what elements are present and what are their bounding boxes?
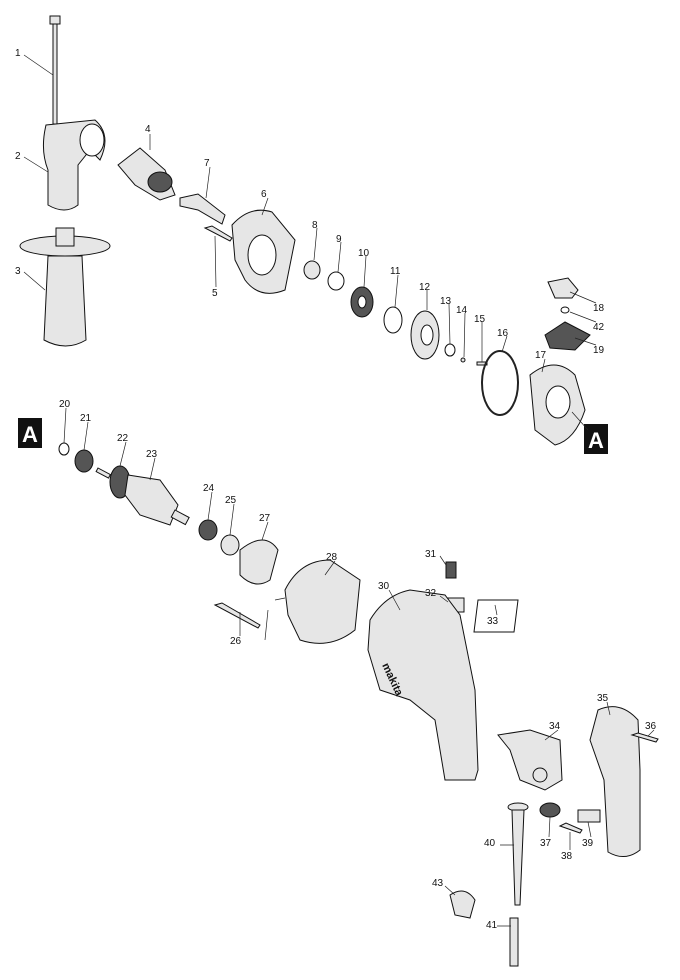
part-label: 24	[203, 483, 215, 494]
part-16-o-ring	[481, 350, 519, 416]
part-30-motor-housing: makita	[367, 589, 479, 781]
part-label: 31	[425, 549, 437, 560]
part-label: 30	[378, 581, 390, 592]
part-label: 8	[312, 220, 318, 231]
svg-text:A: A	[588, 428, 604, 453]
part-41-rod	[509, 917, 519, 967]
part-27-baffle	[239, 539, 279, 585]
part-6-gear-housing	[231, 209, 296, 294]
section-marker-left: A	[18, 418, 42, 448]
part-13-ring	[444, 343, 456, 357]
part-39-plate	[577, 809, 601, 823]
part-label: 11	[390, 266, 401, 277]
part-28-field	[284, 559, 361, 644]
part-1-bolt	[49, 15, 61, 125]
part-label: 10	[358, 248, 370, 259]
part-label: 32	[425, 588, 437, 599]
part-label: 35	[597, 693, 609, 704]
part-40-tube	[507, 802, 529, 906]
part-label: 1	[15, 48, 21, 59]
part-label: 23	[146, 449, 158, 460]
part-26-screw	[213, 602, 261, 629]
part-label: 40	[484, 838, 496, 849]
part-label: 18	[593, 303, 605, 314]
part-label: 28	[326, 552, 338, 563]
part-5-screw	[203, 225, 233, 242]
part-21-bearing	[74, 449, 94, 473]
part-2-side-handle-clamp	[42, 119, 106, 211]
part-label: 17	[535, 350, 547, 361]
part-label: 3	[15, 266, 21, 277]
part-label: 36	[645, 721, 657, 732]
part-33-label	[473, 599, 519, 633]
part-19-change-lever	[544, 321, 591, 351]
part-label: 43	[432, 878, 444, 889]
part-label: 41	[486, 920, 498, 931]
part-14	[460, 357, 466, 363]
section-marker-right: A	[584, 424, 608, 454]
part-label: 14	[456, 305, 468, 316]
part-label: 15	[474, 314, 486, 325]
part-label: 7	[204, 158, 210, 169]
part-25-bearing	[220, 534, 240, 556]
part-11-ring	[383, 306, 403, 334]
part-label: 12	[419, 282, 431, 293]
part-4-drill-chuck	[117, 147, 176, 201]
part-label: 42	[593, 322, 605, 333]
part-label: 39	[582, 838, 594, 849]
part-label: 33	[487, 616, 499, 627]
part-24-washer	[198, 519, 218, 541]
part-36-screw	[630, 732, 659, 743]
part-label: 22	[117, 433, 129, 444]
part-label: 25	[225, 495, 237, 506]
part-label: 21	[80, 413, 92, 424]
part-label: 5	[212, 288, 218, 299]
part-label: 34	[549, 721, 561, 732]
part-label: 20	[59, 399, 71, 410]
part-12-gear	[410, 310, 440, 360]
part-42-spring	[560, 306, 570, 314]
part-7-spindle	[179, 193, 226, 225]
part-20-washer	[58, 442, 70, 456]
part-35-handle-cover	[589, 706, 641, 857]
part-37	[539, 802, 561, 818]
part-22-23-armature	[95, 465, 190, 526]
part-17-bearing-box	[529, 364, 586, 446]
part-34-switch	[497, 729, 563, 791]
part-label: 19	[593, 345, 605, 356]
part-labels: 1 2 3 4 5 6 7 8 9 10 11 12 13 14 15 16 1…	[15, 48, 657, 931]
part-38-screw	[558, 822, 583, 834]
part-31-brush	[445, 561, 457, 579]
svg-text:A: A	[22, 422, 38, 447]
part-label: 16	[497, 328, 509, 339]
part-10-bearing	[350, 286, 374, 318]
part-label: 9	[336, 234, 342, 245]
part-label: 4	[145, 124, 151, 135]
part-8	[303, 260, 321, 280]
part-18-knob	[547, 277, 579, 299]
part-label: 26	[230, 636, 242, 647]
part-9-washer	[327, 271, 345, 291]
part-label: 13	[440, 296, 452, 307]
part-label: 27	[259, 513, 271, 524]
part-label: 37	[540, 838, 552, 849]
part-label: 6	[261, 189, 267, 200]
part-43-clip	[449, 890, 476, 919]
part-label: 38	[561, 851, 573, 862]
part-3-side-handle	[19, 227, 111, 347]
part-label: 2	[15, 151, 21, 162]
leader-lines	[23, 54, 655, 927]
